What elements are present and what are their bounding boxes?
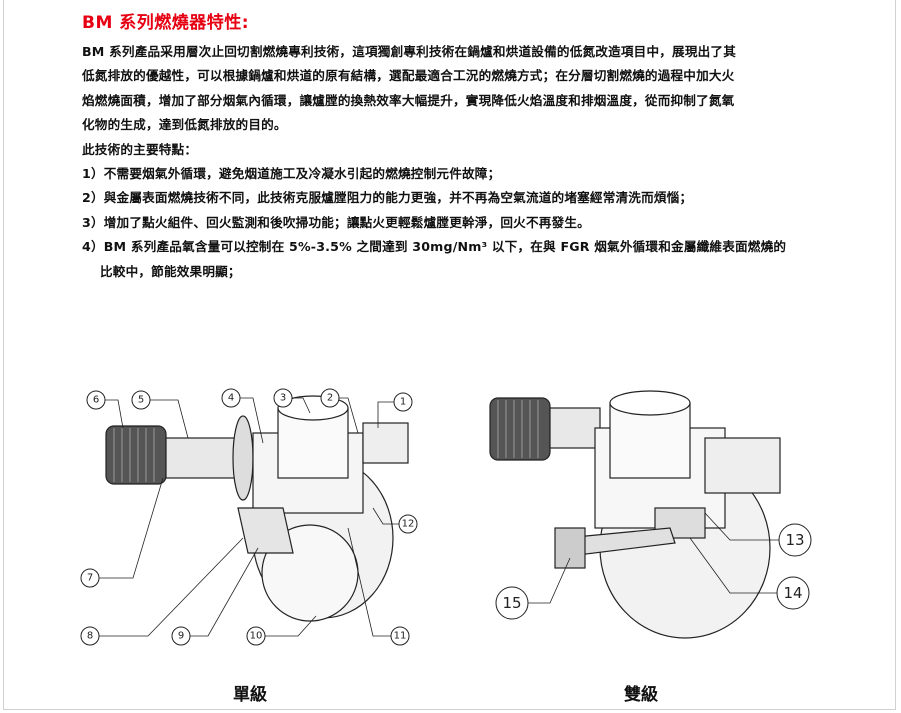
callout-label: 9 — [178, 631, 184, 642]
features-heading: 此技術的主要特點： — [82, 141, 198, 157]
feature-item: 3）增加了點火組件、回火監測和後吹掃功能；讓點火更輕鬆爐膛更幹淨，回火不再發生。 — [82, 214, 590, 230]
callout-label: 8 — [87, 631, 93, 642]
callout-label: 3 — [280, 393, 286, 404]
callout-label: 11 — [394, 631, 407, 642]
double-stage-burner-diagram: 13 14 15 — [489, 390, 812, 639]
callout-label: 13 — [785, 531, 804, 549]
page-title: BM 系列燃燒器特性: — [82, 13, 250, 33]
paragraph-line: 化物的生成，達到低氮排放的目的。 — [82, 117, 287, 133]
callout-label: 1 — [400, 397, 406, 408]
callout-label: 14 — [783, 584, 802, 602]
callout-label: 7 — [87, 573, 93, 584]
callout-label: 2 — [327, 393, 333, 404]
paragraph-line: BM 系列產品采用層次止回切割燃燒專利技術，這項獨創專利技術在鍋爐和烘道設備的低… — [82, 44, 737, 59]
single-stage-burner-diagram: 1 2 3 4 5 6 7 8 9 10 11 12 — [80, 388, 418, 646]
feature-item: 2）與金屬表面燃燒技術不同，此技術克服爐膛阻力的能力更強，并不再為空氣流道的堵塞… — [82, 190, 693, 206]
feature-item-continuation: 比較中，節能效果明顯； — [100, 263, 241, 279]
callout-label: 10 — [250, 631, 263, 642]
paragraph-line: 低氮排放的優越性，可以根據鍋爐和烘道的原有結構，選配最適合工況的燃燒方式；在分層… — [82, 68, 735, 84]
figure-caption-single: 單級 — [233, 685, 267, 705]
callout-label: 6 — [93, 395, 99, 406]
callout-label: 5 — [138, 395, 144, 406]
callout-label: 15 — [502, 594, 521, 612]
figure-caption-double: 雙級 — [624, 685, 658, 705]
feature-item: 4）BM 系列產品氧含量可以控制在 5%-3.5% 之間達到 30mg/Nm³ … — [82, 239, 787, 255]
paragraph-line: 焰燃燒面積，增加了部分烟氣內循環，讓爐膛的換熱效率大幅提升，實現降低火焰溫度和排… — [82, 92, 735, 108]
callout-label: 4 — [228, 393, 234, 404]
callout-label: 12 — [402, 519, 415, 530]
page-frame — [3, 0, 896, 710]
description-block: BM 系列產品采用層次止回切割燃燒專利技術，這項獨創專利技術在鍋爐和烘道設備的低… — [82, 40, 842, 284]
feature-item: 1）不需要烟氣外循環，避免烟道施工及冷凝水引起的燃燒控制元件故障； — [82, 166, 501, 182]
